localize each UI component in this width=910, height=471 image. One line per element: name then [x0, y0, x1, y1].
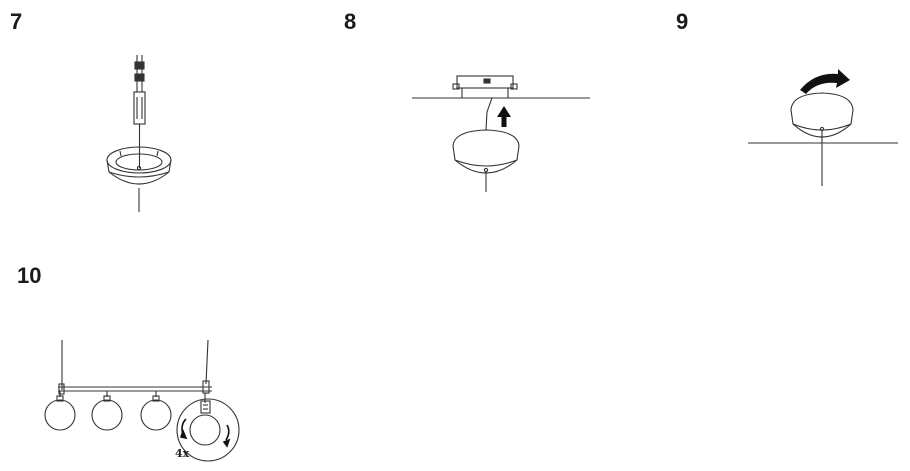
canopy-dome	[452, 129, 520, 174]
step-8-number: 8	[344, 9, 357, 34]
lamp-rail	[58, 380, 212, 395]
mounting-bracket	[452, 75, 518, 98]
terminal-block	[133, 91, 146, 125]
step-10-number: 10	[17, 263, 42, 288]
step-7-illustration	[106, 55, 172, 212]
globe-shade	[44, 391, 76, 431]
canopy-bowl	[106, 146, 172, 185]
step-10-illustration: 4x	[44, 339, 240, 462]
up-arrow-icon	[497, 106, 511, 127]
step-8-illustration	[412, 75, 590, 192]
globe-shade	[140, 391, 172, 431]
step-9-illustration	[748, 69, 898, 186]
rotate-arrow-icon	[800, 69, 850, 94]
step-9-number: 9	[676, 9, 689, 34]
wire-connector-icon	[134, 55, 145, 92]
quantity-label: 4x	[175, 447, 190, 460]
canopy-dome-mounted	[790, 92, 854, 138]
step-7-number: 7	[10, 9, 23, 34]
detail-callout	[176, 393, 240, 462]
globe-shade	[91, 391, 123, 431]
twist-arrows-icon	[179, 418, 231, 448]
